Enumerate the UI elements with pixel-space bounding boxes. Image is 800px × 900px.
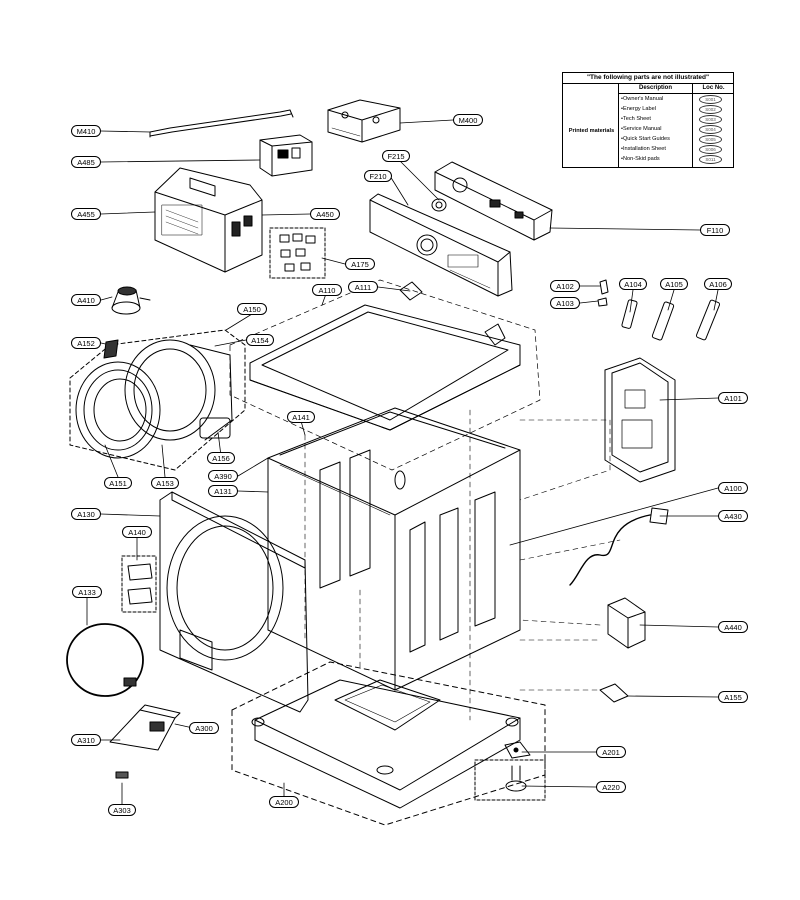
part-m400-dispenser (327, 99, 401, 143)
part-a101-back-panel (604, 357, 676, 483)
table-row: •Non-Skid pads S011 (619, 154, 734, 164)
callout-a450[interactable]: A450 (310, 208, 340, 220)
row-loc: S004 (699, 125, 722, 134)
part-a485-pcb (259, 134, 313, 177)
table-row: •Tech Sheet S003 (619, 114, 734, 124)
callout-a152[interactable]: A152 (71, 337, 101, 349)
table-title: "The following parts are not illustrated… (563, 73, 733, 84)
part-a104-a105-a106-shocks (621, 299, 721, 341)
part-a175-clips (269, 227, 326, 279)
callout-a485[interactable]: A485 (71, 156, 101, 168)
row-loc: S001 (699, 95, 722, 104)
callout-a105[interactable]: A105 (660, 278, 688, 290)
callout-a303[interactable]: A303 (108, 804, 136, 816)
callout-f210[interactable]: F210 (364, 170, 392, 182)
part-f215-knob (431, 198, 447, 212)
callout-a100[interactable]: A100 (718, 482, 748, 494)
part-a410-pump (111, 286, 151, 315)
callout-a200[interactable]: A200 (269, 796, 299, 808)
row-desc: •Non-Skid pads (621, 156, 660, 162)
callout-a430[interactable]: A430 (718, 510, 748, 522)
callout-a102[interactable]: A102 (550, 280, 580, 292)
callout-a150[interactable]: A150 (237, 303, 267, 315)
part-a220-leveling-foot (474, 759, 546, 801)
part-a100-cabinet (267, 407, 521, 691)
part-a310-a300-filter-cover (109, 704, 181, 751)
callout-f215[interactable]: F215 (382, 150, 410, 162)
part-a110-top-cover (229, 279, 541, 471)
table-row: •Quick Start Guides S005 (619, 134, 734, 144)
callout-a140[interactable]: A140 (122, 526, 152, 538)
callout-a220[interactable]: A220 (596, 781, 626, 793)
callout-a154[interactable]: A154 (246, 334, 274, 346)
part-a150-door-assembly (69, 329, 246, 471)
callout-f110[interactable]: F110 (700, 224, 730, 236)
row-desc: •Service Manual (621, 126, 662, 132)
part-a455-a450-board (154, 167, 263, 273)
row-desc: •Energy Label (621, 106, 656, 112)
callout-a455[interactable]: A455 (71, 208, 101, 220)
row-desc: •Tech Sheet (621, 116, 651, 122)
part-a140-hinges (121, 555, 157, 613)
part-a155-pad (599, 683, 629, 703)
leader-lines (86, 119, 719, 809)
callout-a104[interactable]: A104 (619, 278, 647, 290)
callout-a103[interactable]: A103 (550, 297, 580, 309)
table-row: •Owner's Manual S001 (619, 94, 734, 104)
table-row: •Service Manual S004 (619, 124, 734, 134)
callout-a110[interactable]: A110 (312, 284, 342, 296)
part-a102-a103-clips (597, 279, 609, 307)
callout-a310[interactable]: A310 (71, 734, 101, 746)
callout-a300[interactable]: A300 (189, 722, 219, 734)
row-loc: S011 (699, 155, 722, 164)
callout-a131[interactable]: A131 (208, 485, 238, 497)
row-desc: •Installation Sheet (621, 146, 666, 152)
callout-a151[interactable]: A151 (104, 477, 132, 489)
callout-a153[interactable]: A153 (151, 477, 179, 489)
col-loc-header: Loc No. (702, 85, 725, 91)
callout-m410[interactable]: M410 (71, 125, 101, 137)
row-loc: S003 (699, 115, 722, 124)
table-row: •Energy Label S002 (619, 104, 734, 114)
callout-a175[interactable]: A175 (345, 258, 375, 270)
table-row: •Installation Sheet S006 (619, 144, 734, 154)
row-loc: S006 (699, 145, 722, 154)
part-m410-bracket (149, 109, 294, 138)
not-illustrated-table: "The following parts are not illustrated… (562, 72, 734, 168)
col-description-header: Description (638, 85, 672, 91)
part-a130-front-panel (159, 491, 309, 713)
row-desc: •Owner's Manual (621, 96, 664, 102)
part-a430-power-cord (569, 507, 669, 586)
part-a133-clamp (66, 623, 144, 697)
callout-a106[interactable]: A106 (704, 278, 732, 290)
group-label: Printed materials (568, 127, 615, 134)
callout-a390[interactable]: A390 (208, 470, 238, 482)
row-loc: S005 (699, 135, 722, 144)
callout-a130[interactable]: A130 (71, 508, 101, 520)
callout-a101[interactable]: A101 (718, 392, 748, 404)
part-a201-bracket (504, 741, 531, 759)
part-f110-pcb (434, 161, 553, 241)
row-desc: •Quick Start Guides (621, 136, 670, 142)
callout-a410[interactable]: A410 (71, 294, 101, 306)
part-a440-noise-filter (607, 597, 646, 649)
callout-a141[interactable]: A141 (287, 411, 315, 423)
alignment-guides (304, 409, 621, 721)
callout-a440[interactable]: A440 (718, 621, 748, 633)
callout-a133[interactable]: A133 (72, 586, 102, 598)
row-loc: S002 (699, 105, 722, 114)
callout-a201[interactable]: A201 (596, 746, 626, 758)
callout-a111[interactable]: A111 (348, 281, 378, 293)
part-a303-screw (115, 771, 129, 779)
callout-a155[interactable]: A155 (718, 691, 748, 703)
part-f210-control-panel (369, 193, 513, 297)
callout-m400[interactable]: M400 (453, 114, 483, 126)
callout-a156[interactable]: A156 (207, 452, 235, 464)
